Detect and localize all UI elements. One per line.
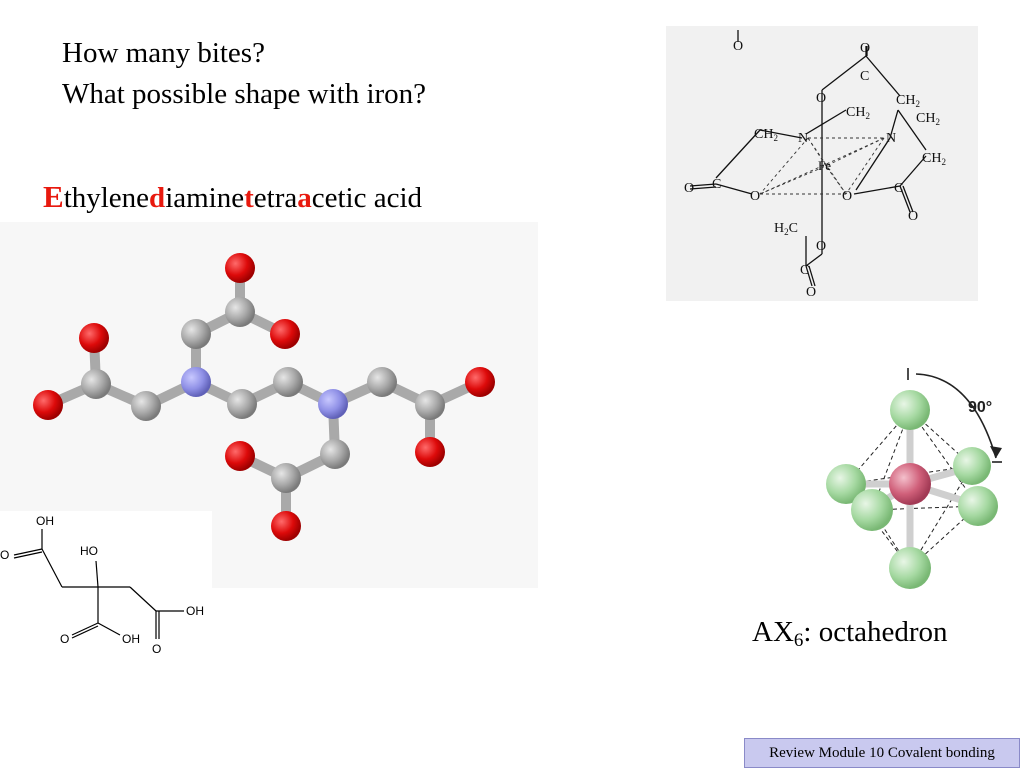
ax6-prefix: AX <box>752 616 794 648</box>
ax6-subscript: 6 <box>793 630 804 651</box>
fe-edta-complex-structure: O O C O CH2 CH2 CH2 CH2 N N CH2 Fe O C O… <box>666 26 978 301</box>
ax6-octahedron-label: AX6: octahedron <box>752 615 948 651</box>
citric-oh-top-label: OH <box>36 514 54 528</box>
citric-acid-structure: OH O HO OH O OH O <box>0 511 212 661</box>
citric-o-bottom-right-label: O <box>152 642 161 656</box>
complex-o-lower: O <box>816 239 826 254</box>
edta-full-name: Ethylenediaminetetraacetic acid <box>43 180 422 215</box>
citric-o-left-label: O <box>0 548 9 562</box>
complex-o-left-inner: O <box>750 189 760 204</box>
complex-h2c-label: H2C <box>774 221 798 237</box>
complex-o-right-inner: O <box>842 189 852 204</box>
octahedron-drawing: 90° <box>826 368 1002 589</box>
citric-ho-center-label: HO <box>80 544 98 558</box>
acid-name-text-part: cetic acid <box>311 182 423 214</box>
acid-name-highlight-letter: a <box>297 182 312 214</box>
complex-o-top-left: O <box>733 39 743 54</box>
complex-o-right: O <box>908 209 918 224</box>
acid-name-text-part: iamine <box>165 182 245 214</box>
complex-ch2-top-right-label: CH2 <box>896 93 920 109</box>
acid-name-text-part: thylene <box>63 182 150 214</box>
complex-ch2-upper-label: CH2 <box>846 105 870 121</box>
question-possible-shape: What possible shape with iron? <box>62 78 427 110</box>
edta-model-drawing <box>33 253 495 541</box>
acid-name-highlight-letter: E <box>43 179 64 214</box>
complex-n-right: N <box>886 131 896 146</box>
citric-skeletal-drawing: OH O HO OH O OH O <box>0 514 204 656</box>
complex-ch2-far-right-label: CH2 <box>922 151 946 167</box>
fe-complex-drawing: O O C O CH2 CH2 CH2 CH2 N N CH2 Fe O C O… <box>684 30 946 300</box>
acid-name-text-part: etra <box>253 182 298 214</box>
acid-name-highlight-letter: t <box>244 182 254 214</box>
ax6-suffix: : octahedron <box>803 616 948 648</box>
complex-c-left: C <box>712 177 721 192</box>
complex-ch2-right-label: CH2 <box>916 111 940 127</box>
complex-ch2-left-label: CH2 <box>754 127 778 143</box>
citric-oh-right-label: OH <box>186 604 204 618</box>
complex-o-bottom: O <box>806 285 816 300</box>
complex-o-left: O <box>684 181 694 196</box>
citric-oh-bottom-label: OH <box>122 632 140 646</box>
complex-fe-label: Fe <box>818 158 831 173</box>
complex-c-right: C <box>894 181 903 196</box>
question-how-many-bites: How many bites? <box>62 37 265 69</box>
angle-90-label: 90° <box>968 399 992 416</box>
complex-c-top: C <box>860 69 869 84</box>
complex-n-left: N <box>798 131 808 146</box>
acid-name-highlight-letter: d <box>149 182 166 214</box>
citric-o-bottom-left-label: O <box>60 632 69 646</box>
footer-module-label: Review Module 10 Covalent bonding <box>744 738 1020 768</box>
complex-o-top: O <box>860 41 870 56</box>
octahedral-geometry-model: 90° <box>812 356 1024 604</box>
complex-o-upper: O <box>816 91 826 106</box>
complex-c-bottom: C <box>800 263 809 278</box>
